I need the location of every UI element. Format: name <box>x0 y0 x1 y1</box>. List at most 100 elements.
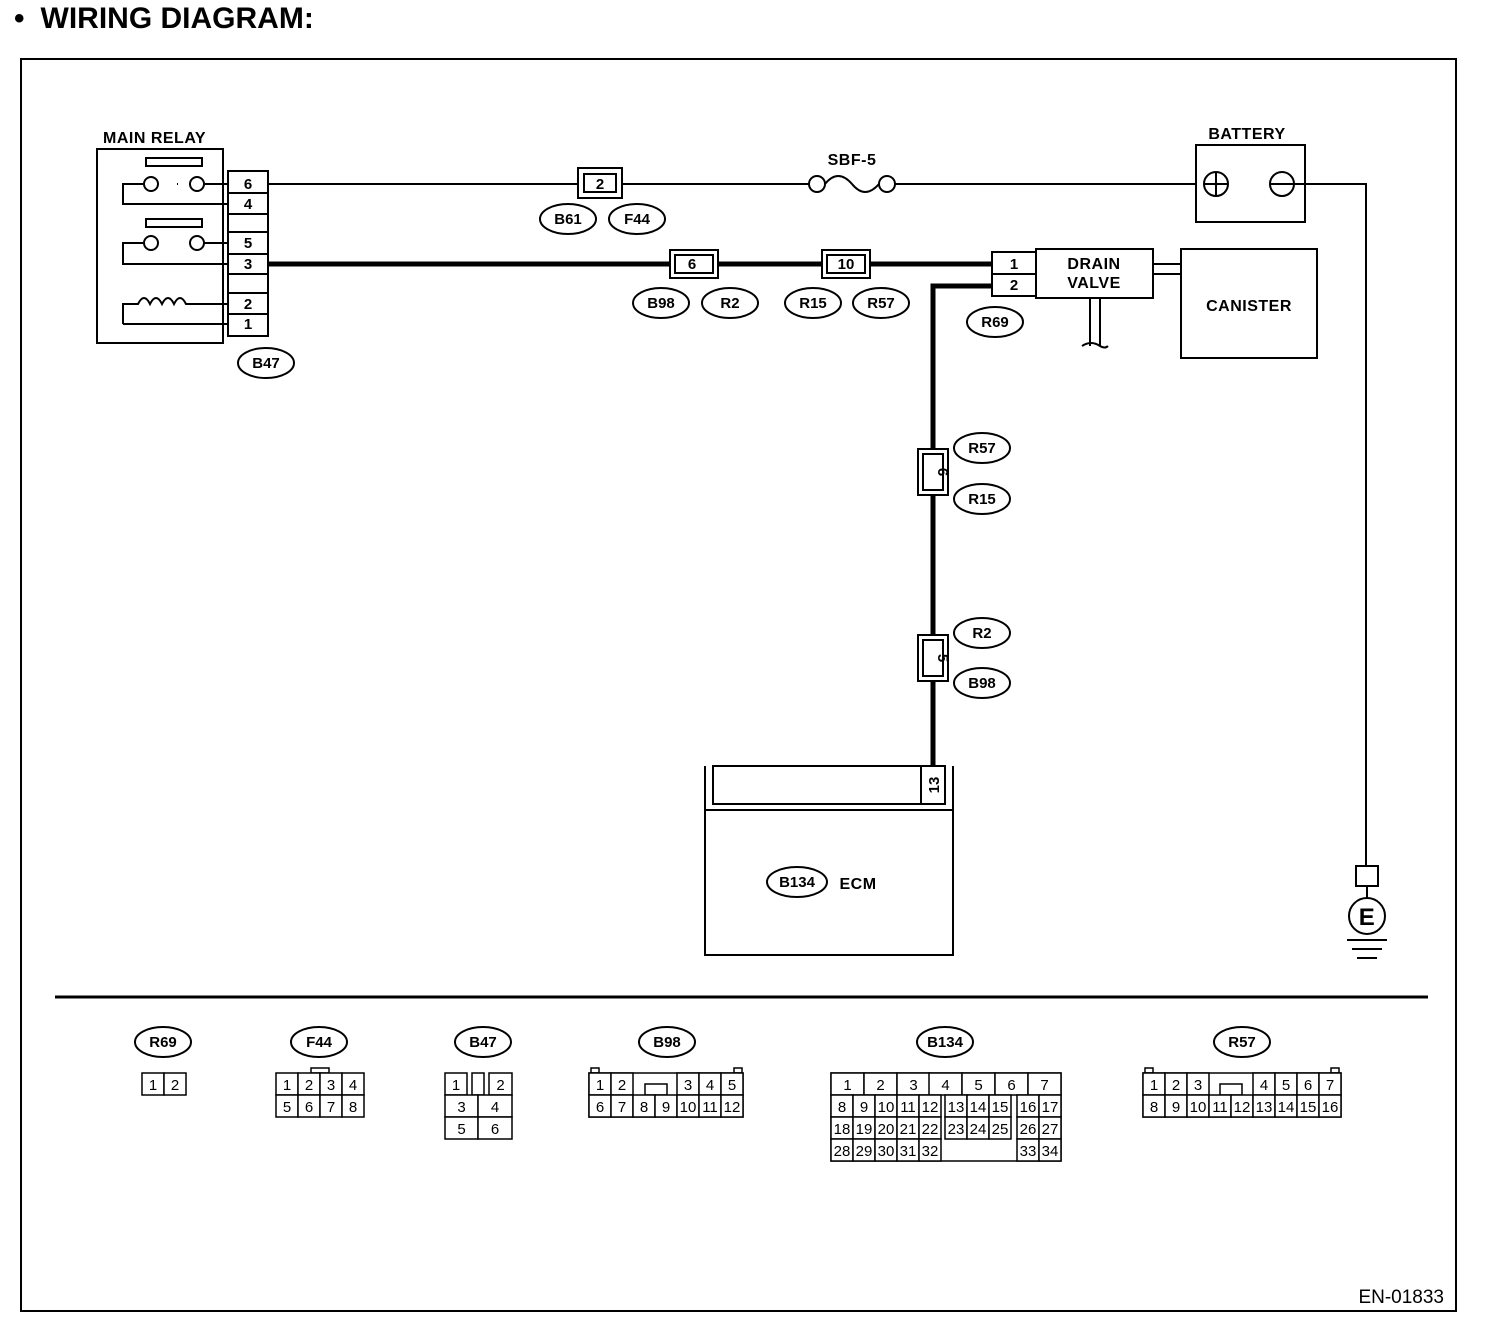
inline-connector-b61-f44-pin: 2 <box>596 176 604 193</box>
relay-pin-2: 2 <box>244 296 252 313</box>
ecm-connector <box>712 765 946 805</box>
legend-b134-pin: 11 <box>900 1099 916 1116</box>
connector-tag-r15-v-text: R15 <box>968 491 996 508</box>
legend-f44-cell <box>341 1094 365 1118</box>
legend-f44-pin: 8 <box>349 1099 357 1116</box>
legend-b47-pin: 5 <box>457 1121 465 1138</box>
legend-b98-pin: 9 <box>662 1099 670 1116</box>
connector-tag-r15-v <box>953 483 1011 515</box>
legend-r57-pin: 7 <box>1326 1077 1334 1094</box>
diagram-frame <box>20 58 1457 1312</box>
relay-switch-1-left <box>122 183 143 202</box>
legend-b47-cell <box>477 1116 513 1140</box>
relay-switch-2-contact-b <box>189 235 205 251</box>
legend-b134-pin: 18 <box>834 1121 851 1138</box>
legend-b98-pin: 11 <box>702 1099 718 1116</box>
fuse-terminal-right <box>878 175 896 193</box>
legend-r57-pin: 15 <box>1300 1099 1317 1116</box>
inline-connector-r57-r15-v-pin: 6 <box>934 468 951 476</box>
legend-b134-pin: 26 <box>1020 1121 1037 1138</box>
legend-r69-cell <box>163 1072 187 1096</box>
ecm-label: ECM <box>839 876 876 893</box>
drain-valve-pin-1: 1 <box>1010 256 1018 273</box>
main-relay: MAIN RELAY 6 4 5 3 2 1 B47 <box>96 130 295 379</box>
relay-contact-bar-2 <box>145 218 203 228</box>
legend-f44-pin: 2 <box>305 1077 313 1094</box>
legend-tag-b98 <box>638 1026 696 1058</box>
legend-f44-pin: 7 <box>327 1099 335 1116</box>
legend-f44-pin: 1 <box>283 1077 291 1094</box>
relay-coil <box>122 297 228 324</box>
inline-connector-b98-r2-h-pin: 6 <box>688 256 696 273</box>
legend-b134-pin: 31 <box>900 1143 917 1160</box>
connector-tag-r2-h-text: R2 <box>720 295 739 312</box>
canister-body <box>1180 248 1318 359</box>
legend-b98-pin: 8 <box>640 1099 648 1116</box>
inline-connector-b98-r2-h-inner <box>674 254 714 274</box>
legend-b134-pin: 14 <box>970 1099 987 1116</box>
legend-f44-pin: 6 <box>305 1099 313 1116</box>
legend-b47-pin: 6 <box>491 1121 499 1138</box>
legend-b134-pin: 10 <box>878 1099 895 1116</box>
legend-b134-pin: 28 <box>834 1143 851 1160</box>
title-text: WIRING DIAGRAM: <box>40 2 314 35</box>
legend-b98-notch <box>644 1083 668 1096</box>
title-bullet: • <box>14 2 25 35</box>
legend-b134-pin: 19 <box>856 1121 873 1138</box>
connector-tag-b98-h <box>632 287 690 319</box>
legend-b98-cell <box>720 1094 744 1118</box>
connector-tag-f44-text: F44 <box>624 211 651 228</box>
drain-valve-body <box>1035 248 1154 299</box>
legend-b134-pin: 5 <box>974 1077 982 1094</box>
connector-tag-r57-h-text: R57 <box>867 295 895 312</box>
connector-tag-b134 <box>766 866 828 898</box>
legend-b134-pin: 34 <box>1042 1143 1059 1160</box>
legend-tag-r69-text: R69 <box>149 1034 177 1051</box>
legend-tag-f44-text: F44 <box>306 1034 333 1051</box>
legend-b134-pin: 21 <box>900 1121 917 1138</box>
legend-r57-pin: 8 <box>1150 1099 1158 1116</box>
relay-pin-5: 5 <box>244 235 252 252</box>
drain-valve-label-2: VALVE <box>1067 275 1120 292</box>
relay-switch-1-contact-b <box>189 176 205 192</box>
drain-valve-pin-2: 2 <box>1010 277 1018 294</box>
legend-b134-pin: 23 <box>948 1121 965 1138</box>
connector-tag-b47-text: B47 <box>252 355 280 372</box>
legend-tag-r57-text: R57 <box>1228 1034 1256 1051</box>
relay-pin-1: 1 <box>244 316 252 333</box>
legend-b47-pin: 4 <box>491 1099 499 1116</box>
legend-b134-pin: 20 <box>878 1121 895 1138</box>
wire-battery-to-ground <box>1294 183 1367 866</box>
relay-wire-pin4 <box>122 202 228 205</box>
legend-b134-pin: 25 <box>992 1121 1009 1138</box>
legend-b134-pin: 2 <box>876 1077 884 1094</box>
legend-b98-pin: 7 <box>618 1099 626 1116</box>
legend-r57-pin: 5 <box>1282 1077 1290 1094</box>
legend-r57-pin: 1 <box>1150 1077 1158 1094</box>
legend-tag-b47-text: B47 <box>469 1034 497 1051</box>
wire-drain-valve-to-ecm <box>930 283 992 766</box>
battery: BATTERY <box>1195 126 1306 223</box>
legend-r69-pin: 2 <box>171 1077 179 1094</box>
ecm-body <box>704 809 954 956</box>
legend-b134-cell <box>1038 1138 1062 1162</box>
inline-connector-b98-r2-h: 6 B98 R2 <box>632 249 759 319</box>
connector-tag-b47 <box>237 347 295 379</box>
main-relay-label: MAIN RELAY <box>103 130 206 147</box>
connector-tag-r2-v <box>953 617 1011 649</box>
legend-tag-f44 <box>290 1026 348 1058</box>
inline-connector-r2-b98-v-inner <box>922 639 944 677</box>
legend-tag-r57 <box>1213 1026 1271 1058</box>
connector-tag-b98-v <box>953 667 1011 699</box>
relay-contact-bar-1 <box>145 157 203 167</box>
connector-tag-r2-v-text: R2 <box>972 625 991 642</box>
connector-tag-f44 <box>608 203 666 235</box>
legend-r57-notch <box>1219 1083 1243 1096</box>
legend-b134-pin: 33 <box>1020 1143 1037 1160</box>
connector-tag-r69 <box>966 306 1024 338</box>
connector-tag-b61-text: B61 <box>554 211 582 228</box>
